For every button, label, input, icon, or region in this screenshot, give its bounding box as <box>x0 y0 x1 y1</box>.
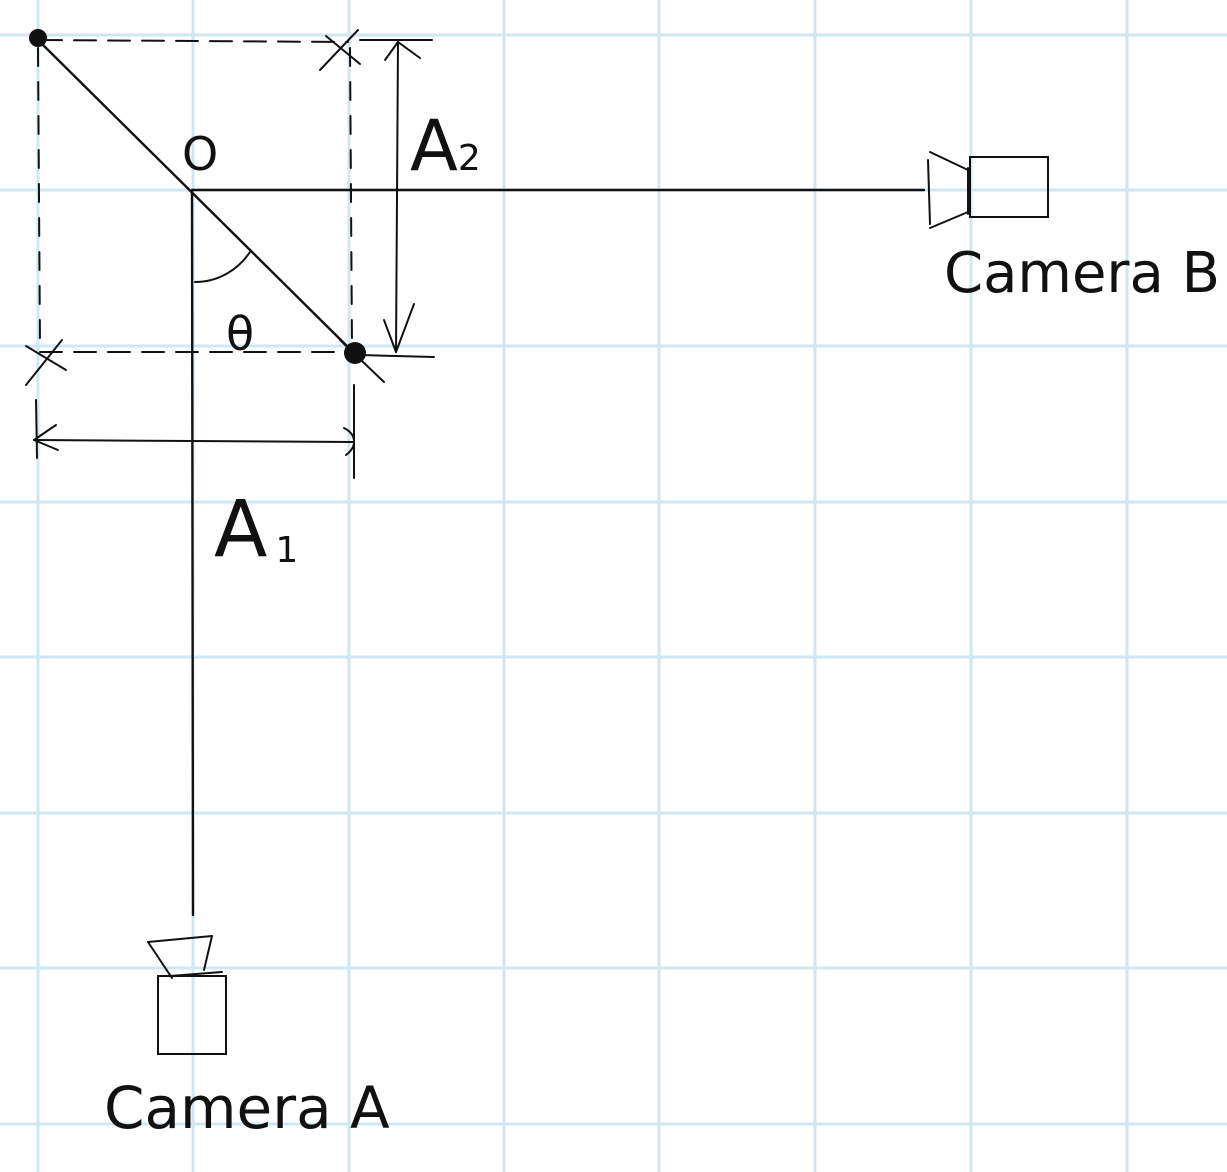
top-left-point <box>29 29 47 47</box>
bottom-left-cross <box>25 339 63 386</box>
height-label-subscript: 2 <box>458 138 481 179</box>
camera-b-icon <box>927 151 1049 229</box>
height-label-main: A <box>410 105 458 187</box>
width-label-subscript: 1 <box>275 530 298 571</box>
camera-a-axis <box>190 188 195 917</box>
camera-a-label: Camera A <box>104 1074 390 1142</box>
dashed-right-edge <box>349 47 353 346</box>
top-right-cross <box>319 29 359 71</box>
width-label-main: A <box>214 485 267 575</box>
width-dimension-arrow <box>33 384 355 479</box>
top-right-cross <box>325 35 361 65</box>
angle-arc <box>194 251 251 283</box>
height-dimension-arrow <box>359 39 435 358</box>
dashed-left-edge <box>37 47 41 349</box>
camera-a-icon <box>147 935 227 1055</box>
camera-b-label: Camera B <box>944 241 1220 306</box>
corner-marks <box>25 29 385 386</box>
bottom-left-cross <box>25 345 67 371</box>
angle-label: θ <box>226 307 254 361</box>
dashed-bounding-box <box>37 39 353 353</box>
height-label: A2 <box>410 105 481 187</box>
dashed-top-edge <box>39 39 349 43</box>
bottom-right-point <box>344 342 366 364</box>
diagonal-line <box>36 38 357 356</box>
origin-label: O <box>182 127 218 181</box>
